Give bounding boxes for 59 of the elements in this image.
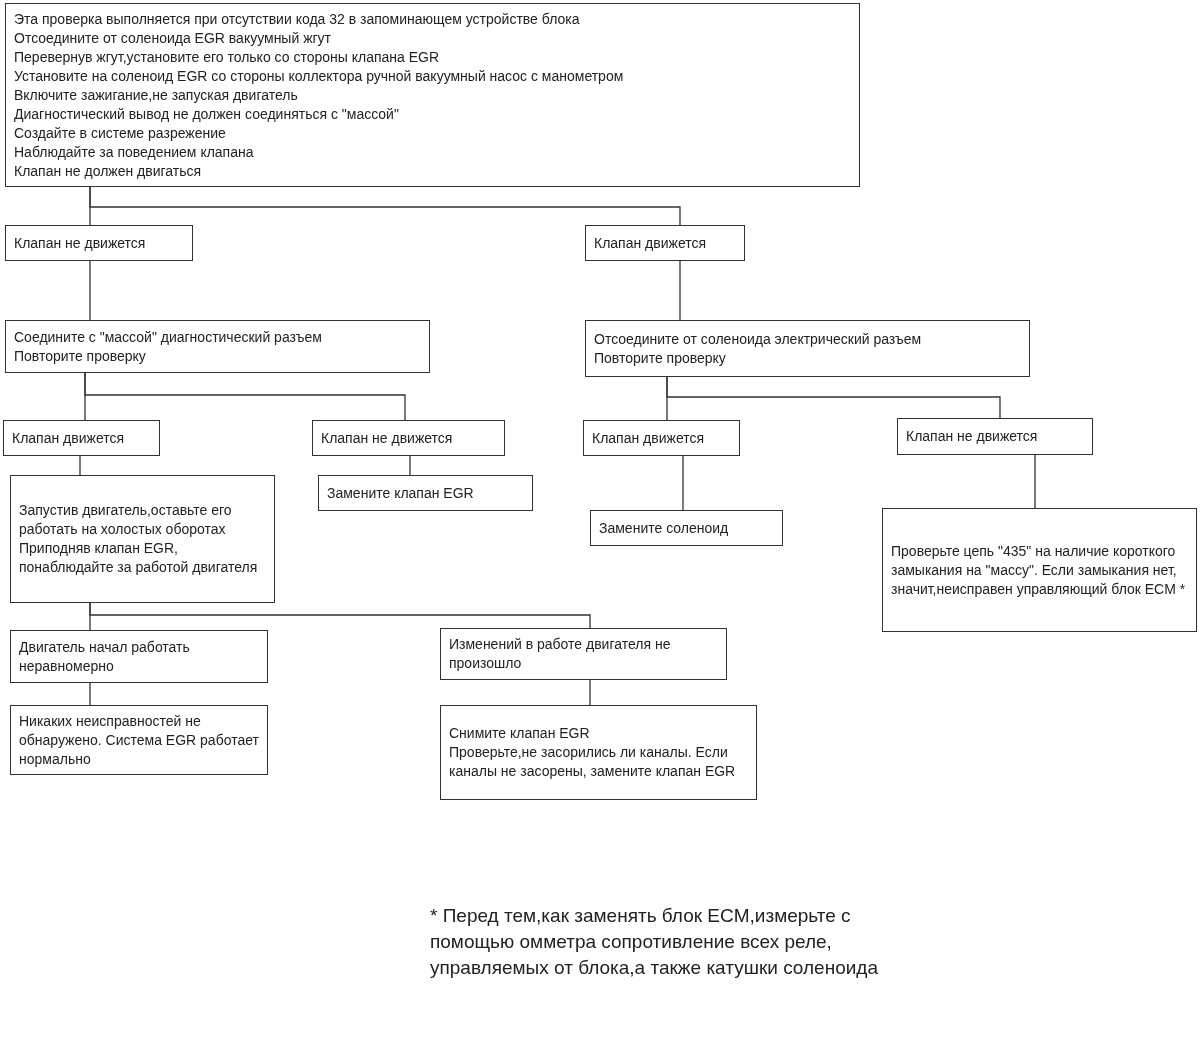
process-box <box>585 225 745 261</box>
process-box <box>5 320 430 373</box>
connector-line <box>84 372 406 421</box>
connector-line <box>1034 454 1036 509</box>
process-box <box>10 475 275 603</box>
connector-line <box>682 455 684 511</box>
box-text: Повторите проверку <box>594 348 727 368</box>
process-box <box>583 420 740 456</box>
box-text: Клапан не движется <box>906 427 1039 446</box>
process-box <box>882 508 1197 632</box>
box-text: Эта проверка выполняется при отсутствии кода 32 в запоминающем устройстве блока <box>14 9 581 29</box>
box-text: Клапан движется <box>594 233 708 253</box>
connector-line <box>666 376 1001 419</box>
box-text: Никаких неисправностей не обнаружено. Система EGR работает нормально <box>19 711 259 769</box>
connector-line <box>89 186 681 226</box>
box-text: Запустив двигатель,оставьте его работать на холостых оборотах <box>19 501 233 539</box>
connector-line <box>679 260 681 321</box>
box-text: Отсоедините от соленоида электрический разъем <box>594 329 923 349</box>
process-box <box>10 630 268 683</box>
box-text: Клапан не должен двигаться <box>14 161 203 181</box>
box-text: Диагностический вывод не должен соединяться с "массой" <box>14 104 400 124</box>
box-text: Замените клапан EGR <box>327 483 475 503</box>
box-text: Отсоедините от соленоида EGR вакуумный жгут <box>14 28 333 48</box>
process-box <box>440 705 757 800</box>
box-text: Соедините с "массой" диагностический разъем <box>14 327 323 347</box>
box-text: Двигатель начал работать неравномерно <box>19 637 191 676</box>
box-text: Установите на соленоид EGR со стороны коллектора ручной вакуумный насос с манометром <box>14 66 625 86</box>
box-text: Клапан не движется <box>321 428 454 448</box>
connector-line <box>409 455 411 476</box>
box-text: Перевернув жгут,установите его только со стороны клапана EGR <box>14 47 441 67</box>
footnote-text: * Перед тем,как заменять блок ECM,измерьте с помощью омметра сопротивление всех реле, управляемых от блока,а также катушки соленоида <box>430 904 879 980</box>
box-text: Снимите клапан EGR <box>449 724 591 743</box>
box-text: Приподняв клапан EGR, понаблюдайте за работой двигателя <box>19 539 259 577</box>
process-box <box>5 3 860 187</box>
process-box <box>897 418 1093 455</box>
box-text: Изменений в работе двигателя не произошло <box>449 635 672 673</box>
box-text: Клапан движется <box>592 428 706 448</box>
box-text: Замените соленоид <box>599 518 730 538</box>
process-box <box>3 420 160 456</box>
process-box <box>318 475 533 511</box>
box-text: Повторите проверку <box>14 346 147 366</box>
connector-line <box>79 455 81 476</box>
box-text: Проверьте,не засорились ли каналы. Если каналы не засорены, замените клапан EGR <box>449 743 737 781</box>
process-box <box>585 320 1030 377</box>
connector-line <box>589 679 591 706</box>
box-text: Создайте в системе разрежение <box>14 123 227 143</box>
box-text: Наблюдайте за поведением клапана <box>14 142 255 162</box>
process-box <box>5 225 193 261</box>
box-text: Включите зажигание,не запуская двигатель <box>14 85 299 105</box>
connector-line <box>89 260 91 321</box>
process-box <box>590 510 783 546</box>
box-text: Клапан не движется <box>14 233 147 253</box>
process-box <box>10 705 268 775</box>
process-box <box>312 420 505 456</box>
box-text: Проверьте цепь "435" на наличие короткого замыкания на "массу". Если замыкания нет, значит,неисправен управляющий блок ECM * <box>891 541 1187 599</box>
connector-line <box>89 602 591 629</box>
process-box <box>440 628 727 680</box>
connector-line <box>89 682 91 706</box>
box-text: Клапан движется <box>12 428 126 448</box>
